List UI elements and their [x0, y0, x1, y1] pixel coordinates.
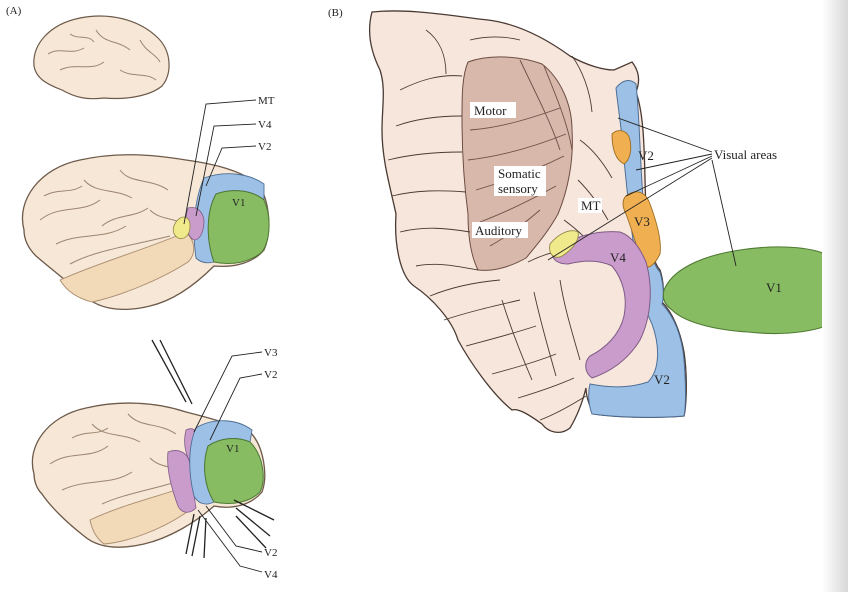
middle-brain: MT V4 V2 V1: [22, 95, 274, 309]
panel-a: (A) MT V4 V2 V1: [6, 5, 278, 581]
bottom-v1-label: V1: [226, 443, 239, 455]
middle-mt-label: MT: [258, 95, 275, 107]
page-edge-shadow: [822, 0, 848, 592]
middle-v2-label: V2: [258, 141, 271, 153]
small-brain-outline: [34, 16, 169, 99]
v4-label: V4: [610, 250, 626, 265]
somatic-label-line2: sensory: [498, 181, 538, 196]
bottom-brain: V3 V2 V1 V2 V4: [32, 340, 278, 581]
bottom-v3-label: V3: [264, 347, 278, 359]
panel-b: (B) Motor Somatic sensory Auditory MT V2: [328, 7, 848, 432]
auditory-label: Auditory: [475, 223, 522, 238]
motor-label: Motor: [474, 103, 507, 118]
small-brain: [34, 16, 169, 99]
panel-b-label: (B): [328, 7, 343, 19]
bottom-v2-bottom-label: V2: [264, 547, 277, 559]
v3-label: V3: [634, 214, 650, 229]
middle-v1-label: V1: [232, 197, 245, 209]
bottom-v4-label: V4: [264, 569, 278, 581]
v1-label: V1: [766, 280, 782, 295]
bottom-v2-top-label: V2: [264, 369, 277, 381]
panel-a-label: (A): [6, 5, 22, 17]
v2-lower-label: V2: [654, 372, 670, 387]
visual-areas-label: Visual areas: [714, 147, 777, 162]
v1-region: [663, 247, 848, 334]
mt-label: MT: [581, 198, 601, 213]
v2-upper-label: V2: [638, 148, 654, 163]
somatic-label-line1: Somatic: [498, 166, 541, 181]
middle-v4-label: V4: [258, 119, 272, 131]
